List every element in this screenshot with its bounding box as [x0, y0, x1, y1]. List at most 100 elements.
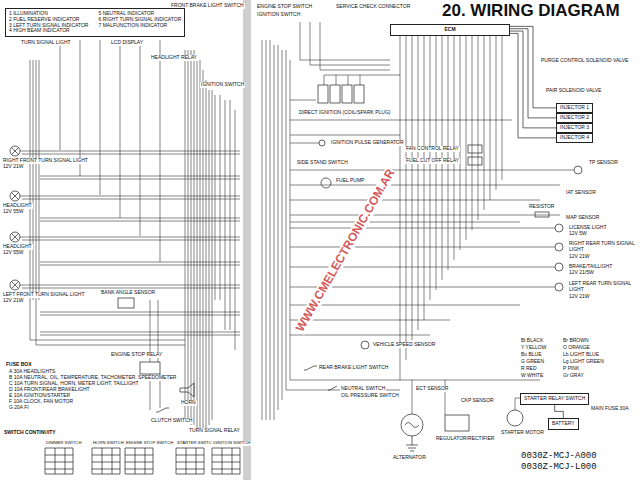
part-label: STARTER MOTOR — [500, 430, 545, 436]
wire-connector — [510, 29, 556, 118]
part-label: FUEL PUMP — [335, 178, 365, 184]
ignition-coil — [342, 85, 352, 103]
color-code: Lg LIGHT GREEN — [562, 359, 605, 365]
relay-symbol — [468, 157, 482, 165]
ignition-coil — [330, 85, 340, 103]
part-label: RIGHT REAR TURN SIGNAL LIGHT — [568, 241, 636, 252]
table-heading: SWITCH CONTINUITY — [3, 430, 57, 436]
part-label: FUEL CUT OFF RELAY — [405, 158, 460, 164]
bulb-symbol — [555, 243, 563, 251]
spec-label: 12V 55W — [2, 250, 25, 256]
watermark: WWW.CMELECTRONIC.COM.AR — [293, 166, 398, 335]
part-label: IGNITION SWITCH — [256, 12, 301, 18]
part-label: RESISTOR — [528, 204, 555, 210]
part-label: ALTERNATOR — [392, 455, 427, 461]
fuse-entry: F 10A CLOCK, FAN MOTOR — [8, 399, 74, 405]
continuity-table — [45, 448, 240, 474]
part-label: RIGHT FRONT TURN SIGNAL LIGHT — [2, 158, 89, 164]
injector-box: INJECTOR 4 — [556, 133, 593, 143]
table-heading: DIMMER SWITCH — [45, 441, 83, 446]
ignition-coil — [354, 85, 364, 103]
part-label: MAIN FUSE 30A — [590, 406, 630, 412]
part-label: OIL PRESSURE SWITCH — [340, 393, 400, 399]
color-code: R RED — [520, 366, 538, 372]
page-gutter — [243, 0, 251, 480]
component-text: BATTERY — [552, 421, 575, 427]
ground-symbol — [406, 436, 418, 451]
part-label: REAR BRAKE LIGHT SWITCH — [318, 365, 389, 371]
part-label: ENGINE STOP RELAY — [110, 352, 163, 358]
component-text: INJECTOR 4 — [560, 135, 589, 141]
part-label: TURN SIGNAL RELAY — [188, 428, 241, 434]
color-code: Y YELLOW — [520, 345, 547, 351]
part-label: FAN CONTROL RELAY — [405, 146, 460, 152]
spec-label: 12V 21W — [2, 164, 25, 170]
fuse-entry: A 30A HEADLIGHTS — [8, 369, 56, 375]
part-label: HEADLIGHT — [2, 244, 33, 250]
part-label: HORN — [180, 400, 197, 406]
color-code: Br BROWN — [562, 338, 590, 344]
part-label: CLUTCH SWITCH — [150, 418, 193, 424]
fuse-entry: B 10A NEUTRAL, OIL, TEMPERATURE, TACHOME… — [8, 375, 177, 381]
regulator-symbol — [445, 415, 469, 431]
relay-symbol — [468, 145, 482, 153]
part-label: LEFT REAR TURN SIGNAL LIGHT — [568, 281, 636, 292]
component-text: ECM — [394, 27, 506, 33]
component-text: INJECTOR 2 — [560, 115, 589, 121]
injector-box: INJECTOR 3 — [556, 123, 593, 133]
component-text: INJECTOR 3 — [560, 125, 589, 131]
part-label: SERVICE CHECK CONNECTOR — [335, 4, 411, 10]
part-label: IAT SENSOR — [565, 190, 597, 196]
part-label: ENGINE STOP SWITCH — [256, 4, 313, 10]
drawing-number: 0030Z-MCJ-A000 — [520, 452, 598, 462]
injector-box: INJECTOR 1 — [556, 103, 593, 113]
spec-label: 12V 21W — [568, 254, 591, 260]
bulb-symbol — [555, 283, 563, 291]
fuse-entry: E 10A IGNITION/STARTER — [8, 393, 71, 399]
color-code: W WHITE — [520, 373, 544, 379]
table-heading: HORN SWITCH — [92, 441, 125, 446]
part-label: HEADLIGHT RELAY — [150, 55, 198, 61]
spec-label: 12V 21W — [568, 294, 591, 300]
wire-connector — [510, 31, 556, 128]
spec-label: 12V 21/5W — [568, 270, 595, 276]
part-label: IGNITION PULSE GENERATOR — [330, 140, 405, 146]
part-label: LEFT FRONT TURN SIGNAL LIGHT — [2, 292, 86, 298]
alternator-coil — [405, 423, 419, 428]
sensor-symbol — [574, 166, 582, 174]
part-label: IGNITION SWITCH — [200, 82, 245, 88]
component-text: 4 HIGH BEAM INDICATOR — [9, 28, 88, 34]
part-label: BRAKE/TAILLIGHT — [568, 264, 613, 270]
part-label: PURGE CONTROL SOLENOID VALVE — [540, 58, 629, 64]
part-label: TP SENSOR — [588, 160, 619, 166]
wire-connector — [555, 405, 564, 418]
ignition-coil — [318, 85, 328, 103]
part-label: VEHICLE SPEED SENSOR — [372, 342, 436, 348]
color-code: Gr GRAY — [562, 373, 585, 379]
wire-harness — [262, 22, 574, 420]
table-heading: STARTER SWITCH — [176, 441, 216, 446]
sensor-symbol — [361, 341, 369, 349]
spec-label: 12V 21W — [2, 298, 25, 304]
fuse-entry: G 20A FI — [8, 405, 30, 411]
injector-box: INJECTOR 2 — [556, 113, 593, 123]
part-label: CKP SENSOR — [460, 398, 495, 404]
fuse-heading: FUSE BOX — [5, 362, 33, 368]
color-code: Bl BLACK — [520, 338, 544, 344]
ecm-unit: ECM — [390, 24, 510, 36]
spec-label: 12V 55W — [2, 209, 25, 215]
diagram-title: 20. WIRING DIAGRAM — [442, 2, 620, 21]
bulb-symbol — [555, 224, 563, 232]
bulb-symbol — [555, 263, 563, 271]
part-label: HEADLIGHT — [2, 203, 33, 209]
resistor-symbol — [535, 212, 549, 217]
color-code: Bu BLUE — [520, 352, 543, 358]
relay-box: STARTER RELAY SWITCH — [520, 393, 589, 405]
part-label: NEUTRAL SWITCH — [340, 386, 386, 392]
part-label: ECT SENSOR — [415, 386, 449, 392]
fuel-pump-symbol — [321, 178, 331, 188]
